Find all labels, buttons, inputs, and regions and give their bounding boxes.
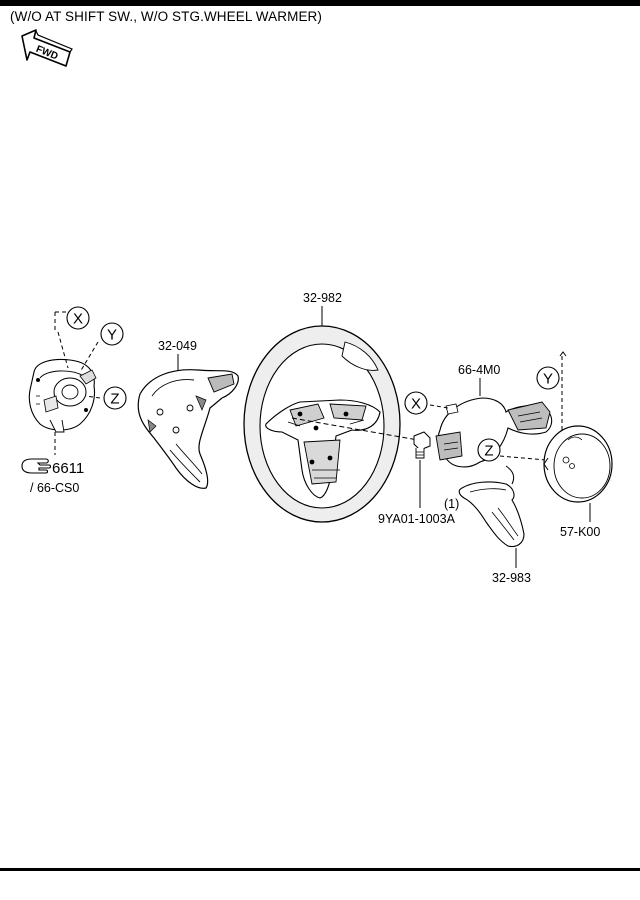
callout-x-right: X (404, 391, 428, 415)
callout-x-left: X (66, 306, 90, 330)
clock-spring-ref-label: 6611 (52, 460, 84, 477)
rear-cover-part (137, 369, 239, 489)
clock-spring-leaders (54, 311, 101, 455)
z-right-leader (499, 455, 547, 461)
switch-part (435, 397, 553, 468)
steering-wheel-part (243, 325, 401, 523)
callout-z-label: Z (110, 391, 119, 408)
callout-y-label: Y (543, 371, 553, 388)
callout-x-label: X (73, 311, 83, 328)
diagram-caption: (W/O AT SHIFT SW., W/O STG.WHEEL WARMER) (10, 9, 323, 24)
callout-x-label: X (411, 396, 421, 413)
air-bag-part (543, 425, 613, 503)
callout-z-right: Z (477, 438, 501, 462)
pointing-hand-icon (21, 458, 52, 474)
rear-cover-label: 32-049 (158, 339, 197, 353)
callout-y-left: Y (100, 322, 124, 346)
steering-wheel-label: 32-982 (303, 291, 342, 305)
clock-spring-sub-label: / 66-CS0 (30, 481, 79, 495)
callout-z-label: Z (484, 443, 493, 460)
top-rule (0, 0, 640, 6)
callout-z-left: Z (103, 386, 127, 410)
bolt-qty-label: (1) (444, 497, 459, 511)
air-bag-label: 57-K00 (560, 525, 600, 539)
bolt-part (413, 431, 431, 459)
switch-label: 66-4M0 (458, 363, 500, 377)
bolt-label: 9YA01-1003A (378, 512, 456, 526)
callout-y-right: Y (536, 366, 560, 390)
bottom-rule (0, 868, 640, 871)
lower-cover-label: 32-983 (492, 571, 531, 585)
hub-bolt-leader (291, 417, 419, 441)
callout-y-label: Y (107, 327, 117, 344)
fwd-arrow-icon: FWD (21, 29, 73, 67)
clock-spring-assembly (28, 358, 97, 433)
lower-cover-part (458, 465, 525, 548)
switch-x-leader (429, 404, 449, 409)
